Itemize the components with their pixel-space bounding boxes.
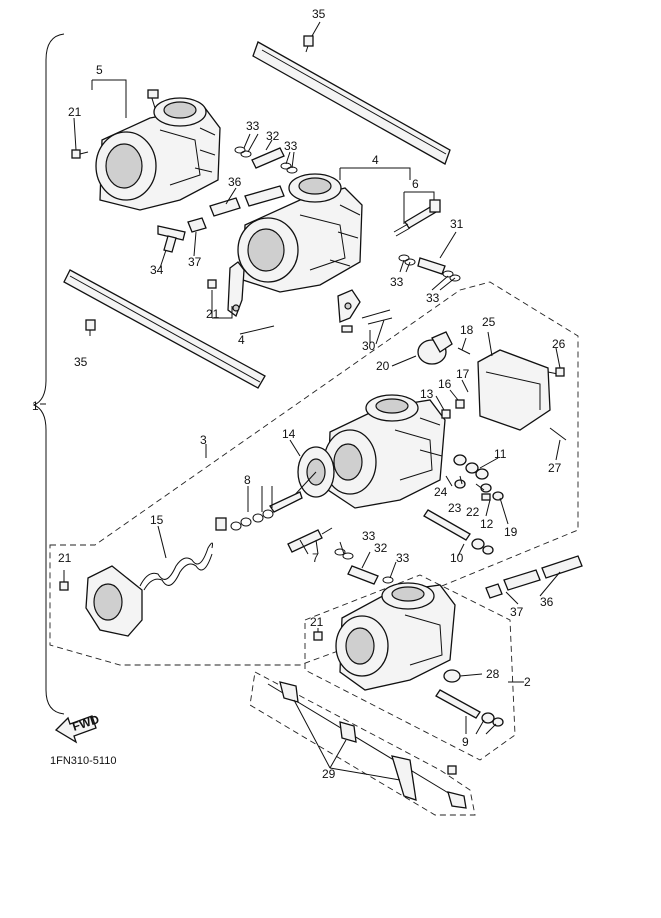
screw-21-c	[59, 581, 69, 591]
callout-21-d: 21	[310, 615, 324, 629]
callout-17: 17	[456, 367, 470, 381]
diaphragm-14	[269, 446, 335, 513]
leader-lines	[40, 21, 561, 781]
t-joint-34	[157, 225, 186, 253]
callout-29: 29	[322, 767, 336, 781]
cap-28	[443, 669, 461, 683]
callout-32-a: 32	[266, 129, 280, 143]
callout-12: 12	[480, 517, 494, 531]
fwd-arrow-icon: FWD	[54, 712, 101, 744]
callout-8: 8	[244, 473, 251, 487]
joint-pipe-37-top	[187, 217, 207, 233]
callout-1: 1	[32, 399, 39, 413]
callout-3: 3	[200, 433, 207, 447]
spring-15	[139, 542, 213, 591]
callout-33-a: 33	[246, 119, 260, 133]
throttle-lever-30	[337, 289, 393, 333]
callout-33-d: 33	[426, 291, 440, 305]
float-bowl-25	[477, 349, 567, 441]
carburetor-assembly-2	[335, 582, 456, 691]
callout-5: 5	[96, 63, 103, 77]
assembly-bracket	[32, 33, 65, 715]
assembly-3-outline	[49, 281, 579, 666]
callout-20: 20	[376, 359, 390, 373]
callout-34: 34	[150, 263, 164, 277]
callout-21-c: 21	[58, 551, 72, 565]
jet-parts-10	[423, 509, 494, 555]
callout-18: 18	[460, 323, 474, 337]
pipe-31	[398, 254, 461, 282]
callout-27: 27	[548, 461, 562, 475]
callout-33-f: 33	[396, 551, 410, 565]
callout-36-a: 36	[228, 175, 242, 189]
carburetor-assembly-4	[237, 173, 363, 293]
callout-6: 6	[412, 177, 419, 191]
callout-labels: 35 5 21 33 32 33 4 36 6 31 34 37 33 33 2…	[32, 7, 566, 781]
callout-10: 10	[450, 551, 464, 565]
jet-parts-11	[453, 454, 504, 501]
callout-11: 11	[494, 447, 507, 461]
callout-35-bottom: 35	[74, 355, 88, 369]
screw-21-a	[71, 149, 89, 159]
needle-valve-18	[457, 347, 471, 355]
callout-14: 14	[282, 427, 296, 441]
pipe-32-mid	[334, 548, 394, 585]
diagram-code: 1FN310-5110	[50, 755, 116, 767]
float-20	[417, 331, 453, 365]
diaphragm-cover	[85, 565, 143, 637]
joint-pipe-36-bottom	[503, 555, 583, 591]
callout-22: 22	[466, 505, 480, 519]
callout-32-b: 32	[374, 541, 388, 555]
callout-19: 19	[504, 525, 518, 539]
callout-36-b: 36	[540, 595, 554, 609]
callout-4-b: 4	[238, 333, 245, 347]
callout-15: 15	[150, 513, 164, 527]
callout-4-a: 4	[372, 153, 379, 167]
needle-jet-8	[215, 509, 274, 531]
callout-16: 16	[438, 377, 452, 391]
callout-13: 13	[420, 387, 434, 401]
pilot-screw-7	[287, 527, 333, 553]
screw-35-bottom	[85, 319, 96, 336]
jet-parts-9	[435, 689, 504, 727]
screw-6	[393, 199, 441, 237]
carburetor-assembly-5	[95, 89, 221, 211]
callout-30: 30	[362, 339, 376, 353]
callout-23: 23	[448, 501, 462, 515]
assembly-29-outline	[249, 671, 476, 816]
carburetor-body-3	[323, 394, 446, 509]
screw-35-top	[303, 35, 314, 53]
callout-33-e: 33	[362, 529, 376, 543]
callout-2: 2	[524, 675, 531, 689]
callout-33-c: 33	[390, 275, 404, 289]
callout-7: 7	[312, 551, 319, 565]
callout-37-a: 37	[188, 255, 202, 269]
callout-9: 9	[462, 735, 469, 749]
assembly-2-outline	[304, 574, 516, 761]
main-jet-16	[441, 399, 465, 419]
callout-31: 31	[450, 217, 464, 231]
link-rod-29	[267, 681, 467, 809]
callout-28: 28	[486, 667, 500, 681]
callout-35-top: 35	[312, 7, 326, 21]
callout-33-b: 33	[284, 139, 298, 153]
callout-25: 25	[482, 315, 496, 329]
callout-21-a: 21	[68, 105, 82, 119]
screw-21-b	[207, 279, 217, 289]
joint-pipe-37-bottom	[485, 583, 503, 599]
rubber-strip-bottom	[63, 269, 266, 389]
callout-26: 26	[552, 337, 566, 351]
rubber-strip-top	[252, 41, 451, 165]
joint-pipe-36-top	[209, 185, 285, 217]
callout-24: 24	[434, 485, 448, 499]
screw-21-d	[313, 631, 323, 641]
callout-21-b: 21	[206, 307, 220, 321]
callout-37-b: 37	[510, 605, 524, 619]
choke-lever	[227, 261, 245, 318]
